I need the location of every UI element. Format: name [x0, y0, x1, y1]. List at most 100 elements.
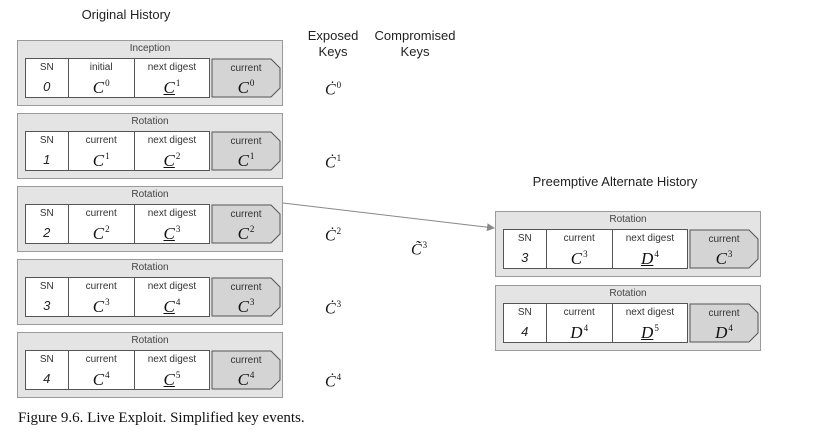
event-type-label: Rotation [131, 116, 169, 127]
key-label: current [85, 354, 117, 365]
event-type-label: Rotation [131, 335, 169, 346]
current-label: current [230, 282, 262, 293]
current-value: C1 [237, 151, 255, 170]
original-history-heading: Original History [81, 7, 171, 22]
next-digest-label: next digest [147, 354, 197, 365]
key-value: C1 [92, 151, 110, 170]
key-label: current [563, 233, 595, 244]
current-label: current [230, 209, 262, 220]
event-type-label: Rotation [131, 262, 169, 273]
exposed-key-4: Ċ4 [325, 372, 342, 391]
sn-value: 4 [521, 324, 529, 339]
sn-value: 4 [43, 371, 51, 386]
next-digest-label: next digest [147, 135, 197, 146]
sn-value: 1 [43, 152, 51, 167]
sn-cell: SN 3 [26, 278, 69, 316]
next-digest-value: C3 [163, 224, 181, 243]
exposed-keys-heading: Exposed Keys [307, 28, 359, 59]
compromised-key-0: C̃3 [411, 240, 428, 259]
sn-label: SN [39, 281, 54, 292]
sn-value: 3 [521, 250, 529, 265]
current-value: C3 [715, 249, 733, 268]
compromised-keys-heading: Compromised Keys [374, 28, 456, 59]
exposed-key-0: Ċ0 [325, 80, 342, 99]
key-value: C2 [92, 224, 110, 243]
next-digest-label: next digest [625, 307, 675, 318]
key-label: current [85, 281, 117, 292]
key-value: C3 [92, 297, 110, 316]
current-value: C4 [237, 370, 255, 389]
sn-cell: SN 0 [26, 59, 69, 97]
key-value: C0 [92, 78, 110, 97]
current-label: current [230, 355, 262, 366]
event-type-label: Inception [129, 43, 171, 54]
key-label: initial [89, 62, 113, 73]
key-value: C4 [92, 370, 110, 389]
next-digest-value: C2 [163, 151, 181, 170]
key-value: D4 [570, 323, 589, 342]
current-value: C3 [237, 297, 255, 316]
key-label: current [85, 208, 117, 219]
next-digest-value: C1 [163, 78, 181, 97]
sn-label: SN [517, 233, 532, 244]
next-digest-label: next digest [147, 208, 197, 219]
sn-value: 2 [43, 225, 51, 240]
next-digest-label: next digest [147, 281, 197, 292]
key-label: current [563, 307, 595, 318]
current-value: D4 [715, 323, 733, 342]
sn-label: SN [39, 208, 54, 219]
next-digest-label: next digest [625, 233, 675, 244]
key-label: current [85, 135, 117, 146]
event-type-label: Rotation [609, 214, 647, 225]
alternate-history-heading: Preemptive Alternate History [532, 174, 698, 189]
sn-label: SN [517, 307, 532, 318]
sn-value: 0 [43, 79, 51, 94]
sn-label: SN [39, 62, 54, 73]
event-type-label: Rotation [609, 288, 647, 299]
current-value: C0 [237, 78, 255, 97]
exposed-key-3: Ċ3 [325, 299, 342, 318]
exposed-key-2: Ċ2 [325, 226, 342, 245]
exposed-key-1: Ċ1 [325, 153, 342, 172]
next-digest-label: next digest [147, 62, 197, 73]
next-digest-value: D5 [641, 323, 659, 342]
next-digest-value: D4 [641, 249, 659, 268]
sn-value: 3 [43, 298, 51, 313]
key-value: C3 [570, 249, 588, 268]
event-type-label: Rotation [131, 189, 169, 200]
current-label: current [230, 136, 262, 147]
current-label: current [708, 234, 740, 245]
figure-caption: Figure 9.6. Live Exploit. Simplified key… [18, 410, 305, 426]
